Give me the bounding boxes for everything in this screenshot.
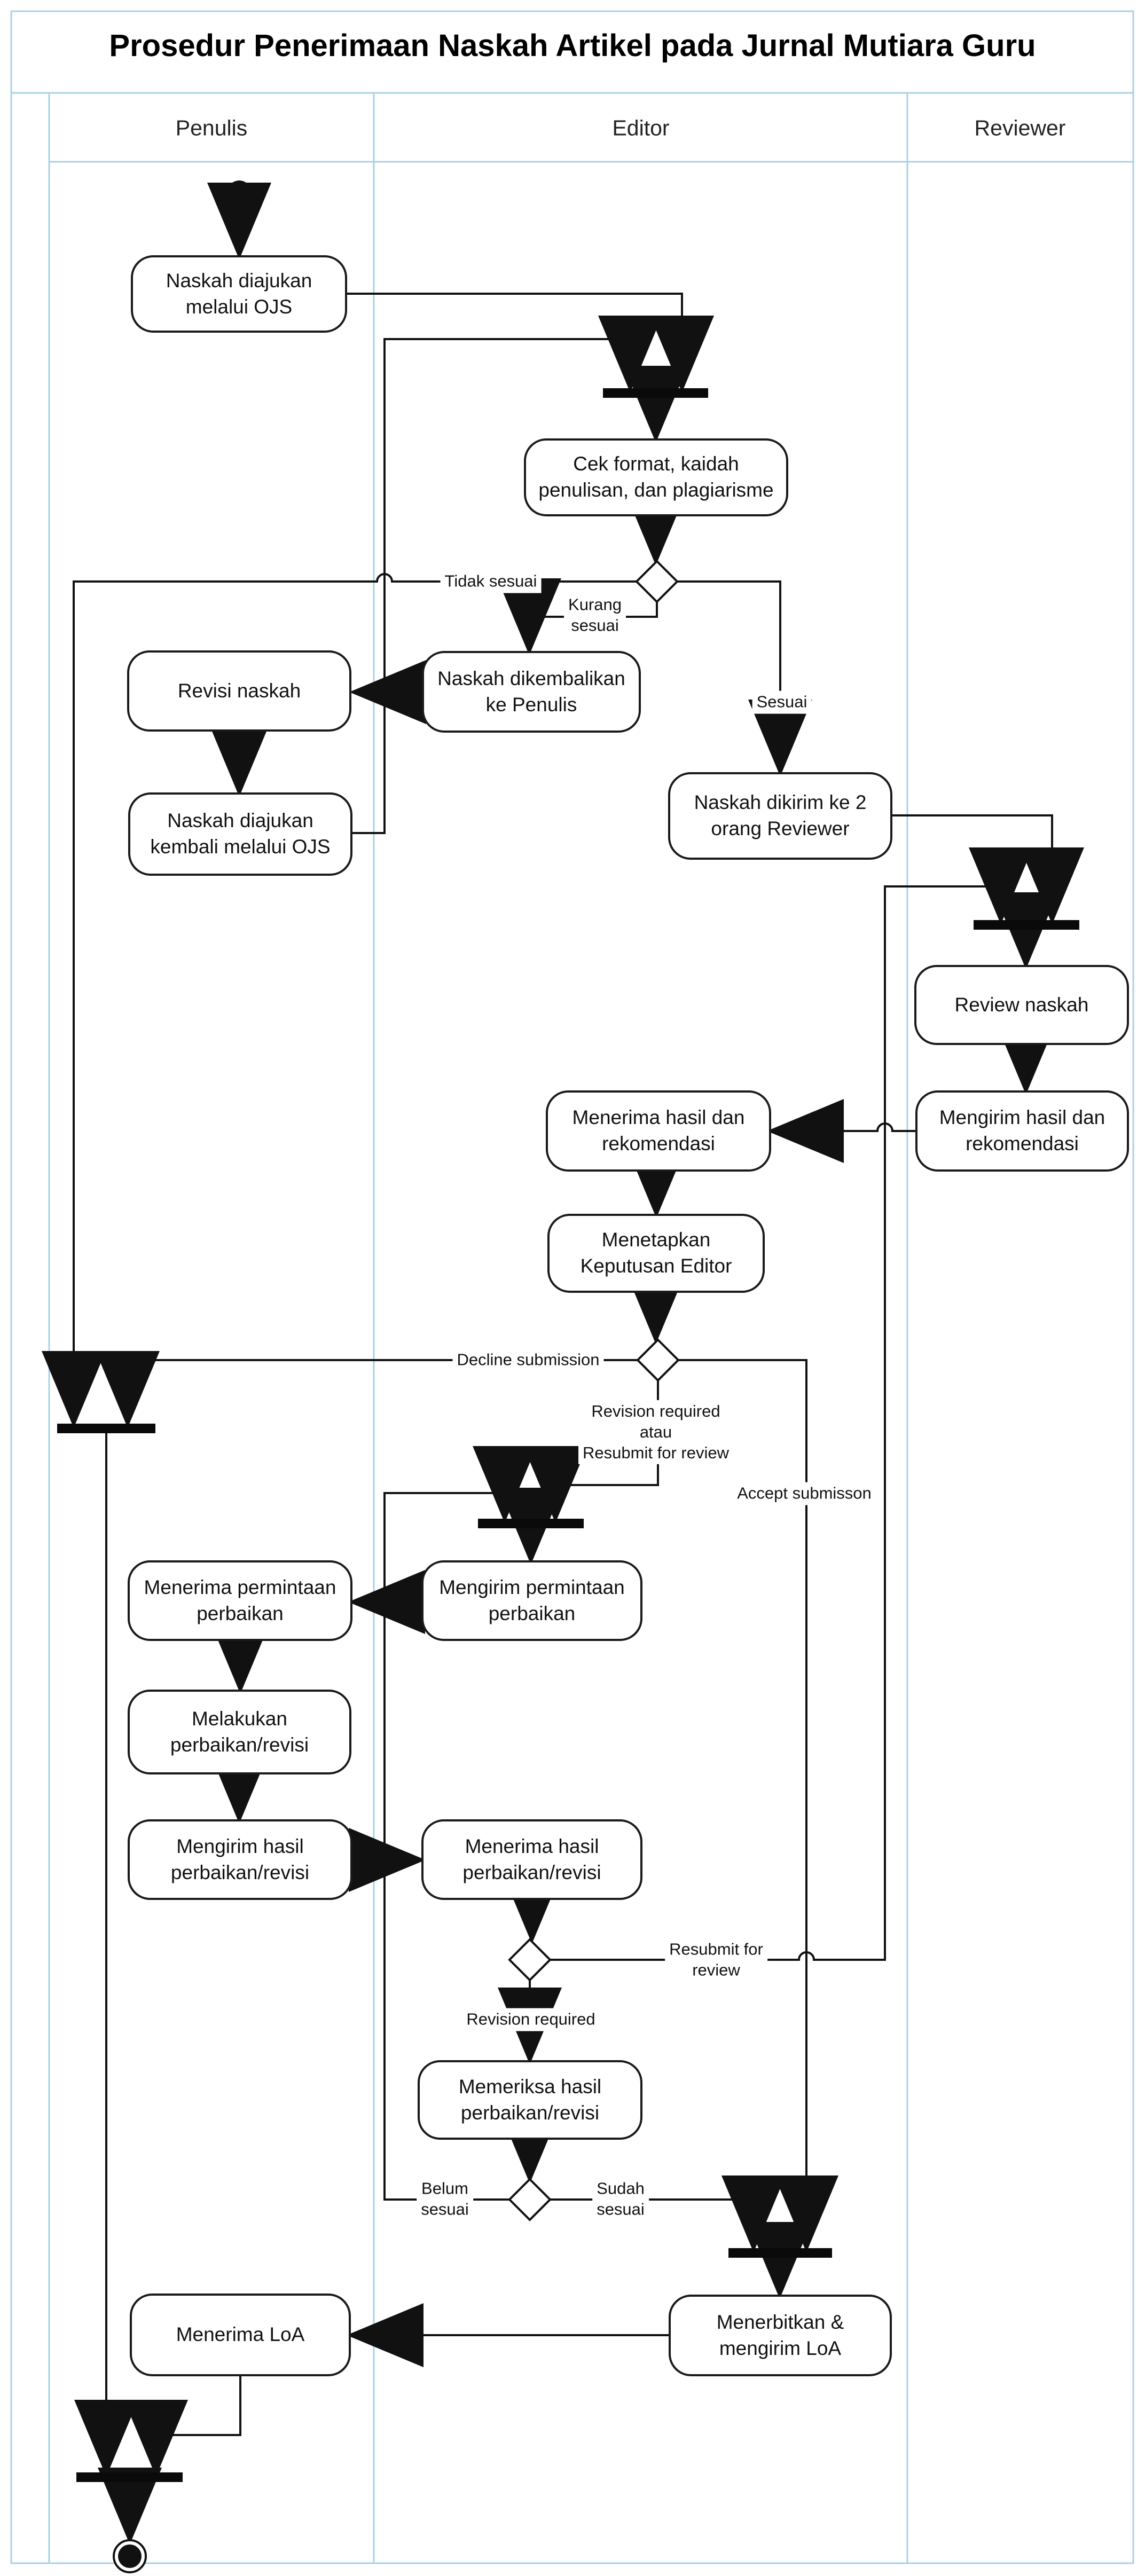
edge-resubmit-for-review — [550, 847, 1033, 1961]
edge-dikembalikan-to-revisi — [349, 660, 426, 724]
activity-naskah-diajukan: Naskah diajukan melalui OJS — [131, 255, 347, 333]
edge-accept-submisson — [678, 1359, 838, 2252]
fork-bar-2 — [974, 920, 1079, 930]
activity-naskah-dikembalikan: Naskah dikembalikan ke Penulis — [422, 651, 641, 733]
activity-memeriksa-hasil: Memeriksa hasil perbaikan/revisi — [418, 2060, 642, 2140]
edge-label-revision-or-resubmit: Revision required atau Resubmit for revi… — [578, 1400, 733, 1465]
activity-mengirim-hasil-perbaikan: Mengirim hasil perbaikan/revisi — [128, 1819, 352, 1900]
edge-dikirim-to-fork2 — [892, 814, 1084, 924]
join-bar-right — [728, 2248, 832, 2258]
activity-menerbitkan-loa: Menerbitkan & mengirim LoA — [669, 2295, 892, 2376]
activity-menerima-permintaan: Menerima permintaan perbaikan — [128, 1560, 352, 1641]
decision-diamond-4 — [508, 2178, 552, 2221]
edge-mengirim-to-menerima-hasil — [767, 1099, 919, 1163]
edge-label-decline-submission: Decline submission — [452, 1348, 604, 1372]
start-node — [224, 180, 255, 220]
edge-naskah-diajukan-to-fork1 — [347, 293, 714, 392]
decision-diamond-3 — [508, 1938, 552, 1982]
activity-menerima-hasil: Menerima hasil dan rekomendasi — [546, 1090, 771, 1172]
activity-mengirim-hasil: Mengirim hasil dan rekomendasi — [915, 1090, 1129, 1172]
fork-bar-3 — [478, 1519, 584, 1528]
activity-menetapkan-keputusan: Menetapkan Keputusan Editor — [547, 1214, 765, 1293]
edge-label-resubmit-for-review: Resubmit for review — [665, 1938, 767, 1982]
activity-naskah-diajukan-kembali: Naskah diajukan kembali melalui OJS — [128, 792, 352, 876]
lane-header-reviewer: Reviewer — [974, 115, 1066, 140]
lane-header-editor: Editor — [612, 115, 670, 140]
edge-mengirim-to-menerima-hasil-perbaikan — [349, 1828, 426, 1892]
edge-label-sudah-sesuai: Sudah sesuai — [592, 2177, 649, 2221]
join-bar-left — [57, 1424, 155, 1433]
edge-label-kurang-sesuai: Kurang sesuai — [564, 593, 626, 637]
activity-menerima-loa: Menerima LoA — [130, 2294, 351, 2376]
flow-edges — [42, 183, 1084, 2544]
outer-border — [10, 10, 1134, 2564]
edge-label-accept-submisson: Accept submisson — [733, 1482, 876, 1505]
edge-menerima-loa-to-join6 — [124, 2376, 241, 2477]
edge-label-tidak-sesuai: Tidak sesuai — [440, 570, 542, 593]
swimlane-frame — [10, 10, 1134, 2564]
edge-sudah-sesuai — [550, 2176, 786, 2252]
activity-cek-format: Cek format, kaidah penulisan, dan plagia… — [524, 438, 788, 516]
activity-revisi-naskah: Revisi naskah — [127, 650, 351, 732]
edge-label-belum-sesuai: Belum sesuai — [417, 2177, 473, 2221]
activity-naskah-dikirim: Naskah dikirim ke 2 orang Reviewer — [668, 772, 892, 860]
decision-diamond-2 — [636, 1338, 680, 1382]
diagram-title: Prosedur Penerimaan Naskah Artikel pada … — [109, 28, 1036, 63]
control-nodes — [57, 180, 1079, 2573]
activity-menerima-hasil-perbaikan: Menerima hasil perbaikan/revisi — [421, 1819, 642, 1900]
edge-mengirim-to-menerima-permintaan — [348, 1570, 425, 1634]
edge-label-sesuai: Sesuai — [752, 690, 812, 714]
activity-melakukan-perbaikan: Melakukan perbaikan/revisi — [128, 1690, 351, 1774]
fork-bar-1 — [603, 388, 708, 398]
activity-review-naskah: Review naskah — [914, 965, 1129, 1045]
decision-diamond-1 — [635, 560, 679, 603]
edge-label-revision-required: Revision required — [462, 2008, 600, 2031]
edge-sesuai — [677, 580, 812, 776]
join-bar-final — [76, 2472, 183, 2482]
edge-tidak-sesuai — [42, 573, 637, 1428]
end-node — [118, 2544, 142, 2568]
activity-mengirim-permintaan: Mengirim permintaan perbaikan — [421, 1560, 642, 1641]
lane-header-penulis: Penulis — [175, 115, 248, 140]
edge-diajukan-kembali-to-fork1 — [352, 316, 662, 834]
